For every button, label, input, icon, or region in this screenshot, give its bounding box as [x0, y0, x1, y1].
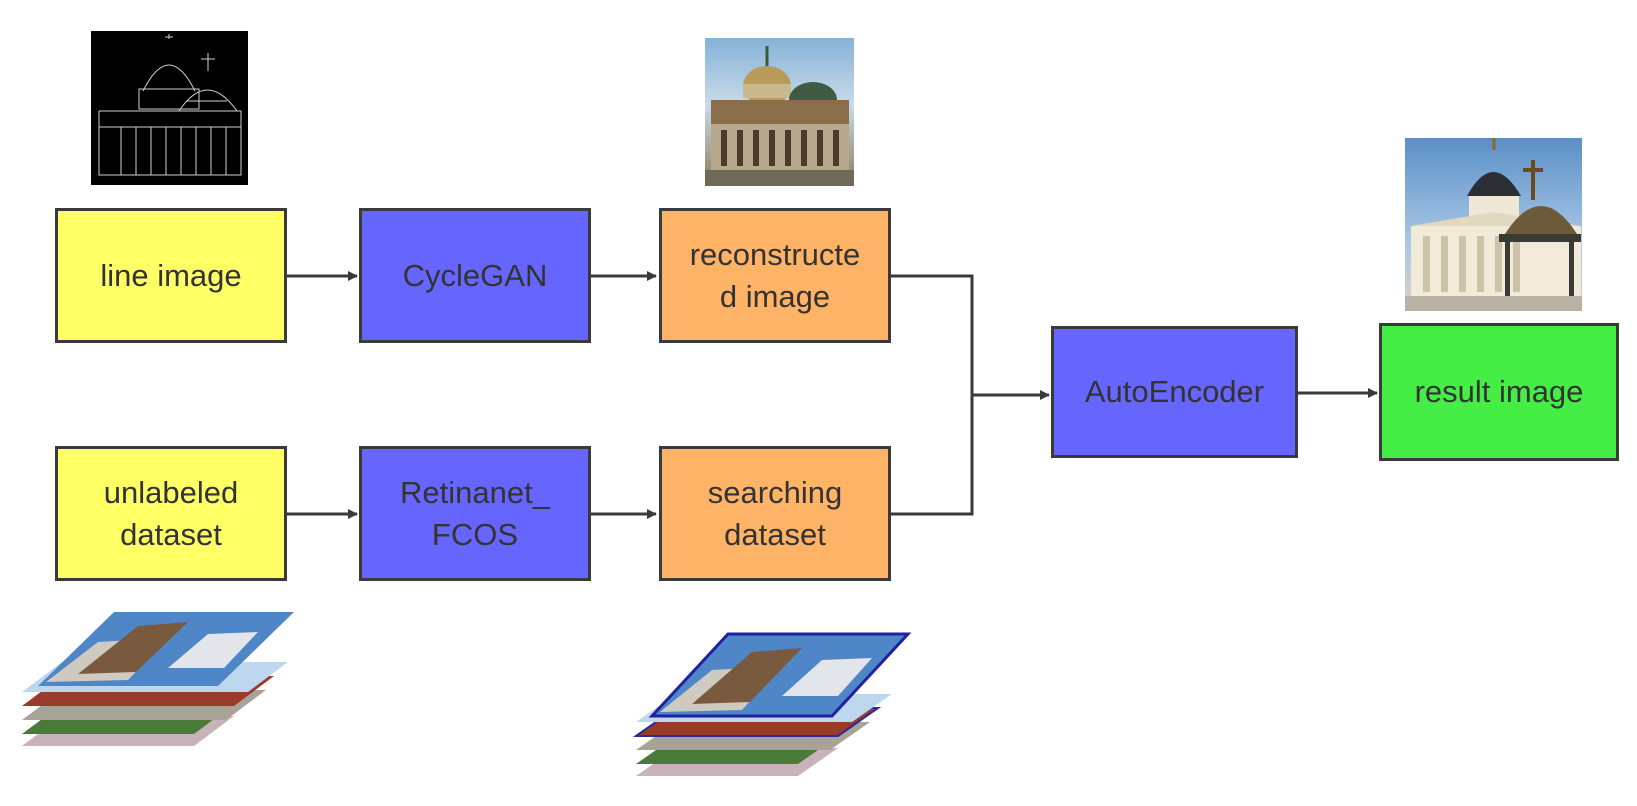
edge-searching-to-merge	[891, 395, 974, 516]
edge-reconstructed-to-merge	[891, 274, 974, 395]
node-line-image: line image	[55, 208, 287, 343]
result-photo-image	[1405, 138, 1582, 311]
node-retinanet-fcos: Retinanet_ FCOS	[359, 446, 591, 581]
node-cyclegan: CycleGAN	[359, 208, 591, 343]
reconstructed-photo-image	[705, 38, 854, 186]
unlabeled-dataset-stack-image	[18, 608, 298, 758]
node-autoencoder: AutoEncoder	[1051, 326, 1298, 458]
searching-dataset-stack-image	[632, 630, 912, 780]
line-drawing-image	[91, 31, 248, 185]
node-result-image: result image	[1379, 323, 1619, 461]
node-reconstructed-image: reconstructe d image	[659, 208, 891, 343]
node-unlabeled-dataset: unlabeled dataset	[55, 446, 287, 581]
node-searching-dataset: searching dataset	[659, 446, 891, 581]
